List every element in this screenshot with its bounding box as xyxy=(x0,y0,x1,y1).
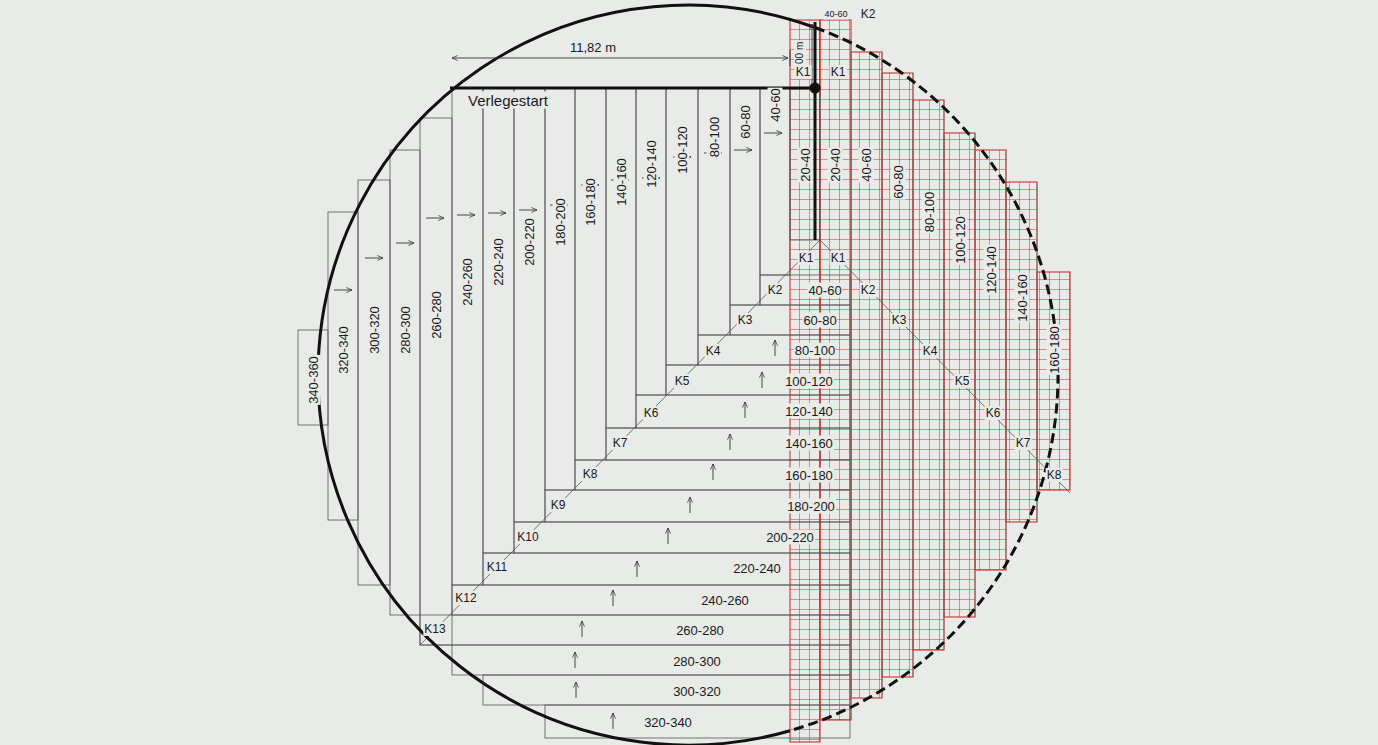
strip-label: 140-160 xyxy=(784,436,834,451)
strip-label: 60-80 xyxy=(802,313,837,328)
strip-label: 300-320 xyxy=(367,305,382,355)
strip-label: 100-120 xyxy=(675,125,690,175)
joint-label: K2 xyxy=(860,283,877,297)
strip-label: 140-160 xyxy=(1015,273,1030,323)
joint-label: K2 xyxy=(767,283,784,297)
strip-label: 300-320 xyxy=(672,684,722,699)
joint-label: K3 xyxy=(737,313,754,327)
strip-label: 200-220 xyxy=(765,530,815,545)
strip-label: 220-240 xyxy=(732,561,782,576)
strip-label: 100-120 xyxy=(953,215,968,265)
joint-label: K9 xyxy=(550,498,567,512)
strip-label: 40-60 xyxy=(859,147,874,182)
strip-label: 160-180 xyxy=(1047,325,1062,375)
strip-label: 120-140 xyxy=(784,404,834,419)
start-label: Verlegestart xyxy=(467,92,549,109)
strip-label: 260-280 xyxy=(675,623,725,638)
dimension-lines xyxy=(452,24,812,84)
strip-label: 160-180 xyxy=(784,468,834,483)
strip-label: 20-40 xyxy=(798,147,813,182)
strip-label: 20-40 xyxy=(828,147,843,182)
joint-label: K6 xyxy=(643,406,660,420)
strip-label: 60-80 xyxy=(738,104,753,139)
joint-label: K12 xyxy=(454,591,477,605)
joint-label: K6 xyxy=(985,406,1002,420)
strip-label: 340-360 xyxy=(306,355,321,405)
strip-label: 220-240 xyxy=(491,237,506,287)
dimension-label: 11,82 m xyxy=(569,40,617,55)
strip-label: 120-140 xyxy=(984,245,999,295)
joint-label: K2 xyxy=(860,7,877,21)
strip-label: 80-100 xyxy=(922,191,937,233)
start-line xyxy=(450,22,821,240)
joint-label: K13 xyxy=(423,622,446,636)
joint-label: K4 xyxy=(705,344,722,358)
strip-label: 240-260 xyxy=(700,593,750,608)
strip-label: 240-260 xyxy=(460,257,475,307)
strip-label: 120-140 xyxy=(644,139,659,189)
joint-label: K1 xyxy=(830,251,847,265)
joint-label: K7 xyxy=(612,436,629,450)
joint-label: K7 xyxy=(1015,436,1032,450)
strip-label: 80-100 xyxy=(707,116,722,158)
room-outline xyxy=(318,5,1058,745)
strip-label: 320-340 xyxy=(336,325,351,375)
joint-label: K8 xyxy=(582,467,599,481)
strip-label: 320-340 xyxy=(643,715,693,730)
strip-label: 40-60 xyxy=(823,9,848,20)
strip-label: 280-300 xyxy=(398,305,413,355)
joint-label: K8 xyxy=(1046,468,1063,482)
strip-label: 40-60 xyxy=(768,87,783,122)
joint-label: K5 xyxy=(674,374,691,388)
joint-label: K1 xyxy=(795,65,812,79)
strip-label: 180-200 xyxy=(786,499,836,514)
heating-strips xyxy=(298,40,1037,738)
strip-label: 60-80 xyxy=(891,164,906,199)
strip-label: 100-120 xyxy=(784,374,834,389)
joint-label: K10 xyxy=(516,530,539,544)
joint-label: K11 xyxy=(486,560,508,574)
strip-label: 180-200 xyxy=(553,197,568,247)
joint-diagonals xyxy=(420,240,1070,645)
strip-label: 280-300 xyxy=(672,654,722,669)
joint-label: K5 xyxy=(954,374,971,388)
strip-label: 80-100 xyxy=(794,343,836,358)
joint-label: K1 xyxy=(798,251,815,265)
direction-arrows xyxy=(334,133,782,729)
strip-label: 140-160 xyxy=(614,157,629,207)
strip-label: 40-60 xyxy=(807,283,842,298)
strip-label: 160-180 xyxy=(583,177,598,227)
joint-label: K4 xyxy=(922,344,939,358)
joint-label: K3 xyxy=(891,313,908,327)
joint-label: K1 xyxy=(830,65,847,79)
strip-label: 260-280 xyxy=(429,290,444,340)
strip-label: 200-220 xyxy=(522,217,537,267)
